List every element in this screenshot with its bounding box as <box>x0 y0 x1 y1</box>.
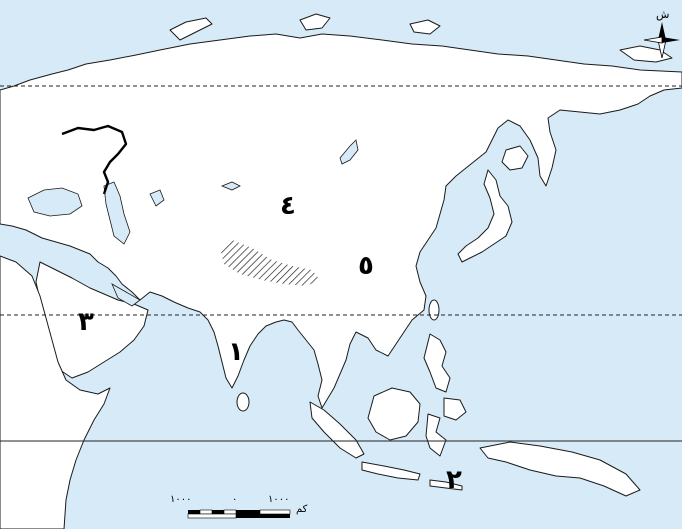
novaya-zemlya <box>169 17 213 41</box>
compass-north-label: ش <box>656 8 669 21</box>
lesser-sunda-islands <box>429 479 463 491</box>
wrangel-island <box>619 45 673 63</box>
borneo-island <box>367 387 421 441</box>
java-island <box>361 461 421 481</box>
north-arrow-icon <box>658 22 666 40</box>
political-border <box>61 124 128 195</box>
africa-landmass <box>0 255 111 529</box>
eurasia-landmass <box>0 33 682 409</box>
scale-segment <box>259 509 291 515</box>
scale-segment <box>223 509 237 515</box>
scale-segment <box>236 510 260 514</box>
region-label-3: ٣ <box>78 307 94 337</box>
scale-segment <box>199 509 213 515</box>
sumatra-island <box>309 401 365 459</box>
lake-baikal <box>339 139 359 165</box>
persian-gulf <box>111 283 141 307</box>
sri-lanka <box>236 392 250 412</box>
new-guinea-island <box>479 441 641 497</box>
west-arrow-icon <box>643 36 663 44</box>
hokkaido-island <box>501 145 529 171</box>
scale-left-value: ١٠٠٠ <box>170 494 191 505</box>
philippines-islands <box>423 333 451 393</box>
scale-segment <box>236 514 290 518</box>
region-label-1: ١ <box>228 337 244 367</box>
region-label-5: ٥ <box>358 251 374 281</box>
east-arrow-icon <box>662 37 680 43</box>
new-siberian-islands <box>409 19 441 35</box>
japan-island <box>457 169 513 263</box>
severnaya-zemlya <box>299 13 331 31</box>
taiwan-island <box>428 299 440 321</box>
aral-sea <box>149 189 165 207</box>
region-label-2: ٢ <box>446 465 462 495</box>
sulawesi-island <box>425 413 447 457</box>
hatched-desert-region <box>220 240 320 286</box>
scale-unit: كم <box>296 504 308 515</box>
region-label-4: ٤ <box>280 191 296 221</box>
scale-segment <box>188 510 200 514</box>
scale-segment <box>187 513 237 519</box>
caspian-sea <box>103 181 131 245</box>
scale-right-value: ١٠٠٠ <box>268 494 289 505</box>
black-sea <box>27 187 83 217</box>
lake-balkhash <box>220 181 241 191</box>
scale-bar: ١٠٠٠ ٠ ١٠٠٠ كم <box>170 494 308 519</box>
mindanao-island <box>443 397 467 421</box>
scale-middle-value: ٠ <box>232 494 237 505</box>
scale-segment <box>212 510 224 514</box>
compass-rose: ش <box>643 8 680 59</box>
